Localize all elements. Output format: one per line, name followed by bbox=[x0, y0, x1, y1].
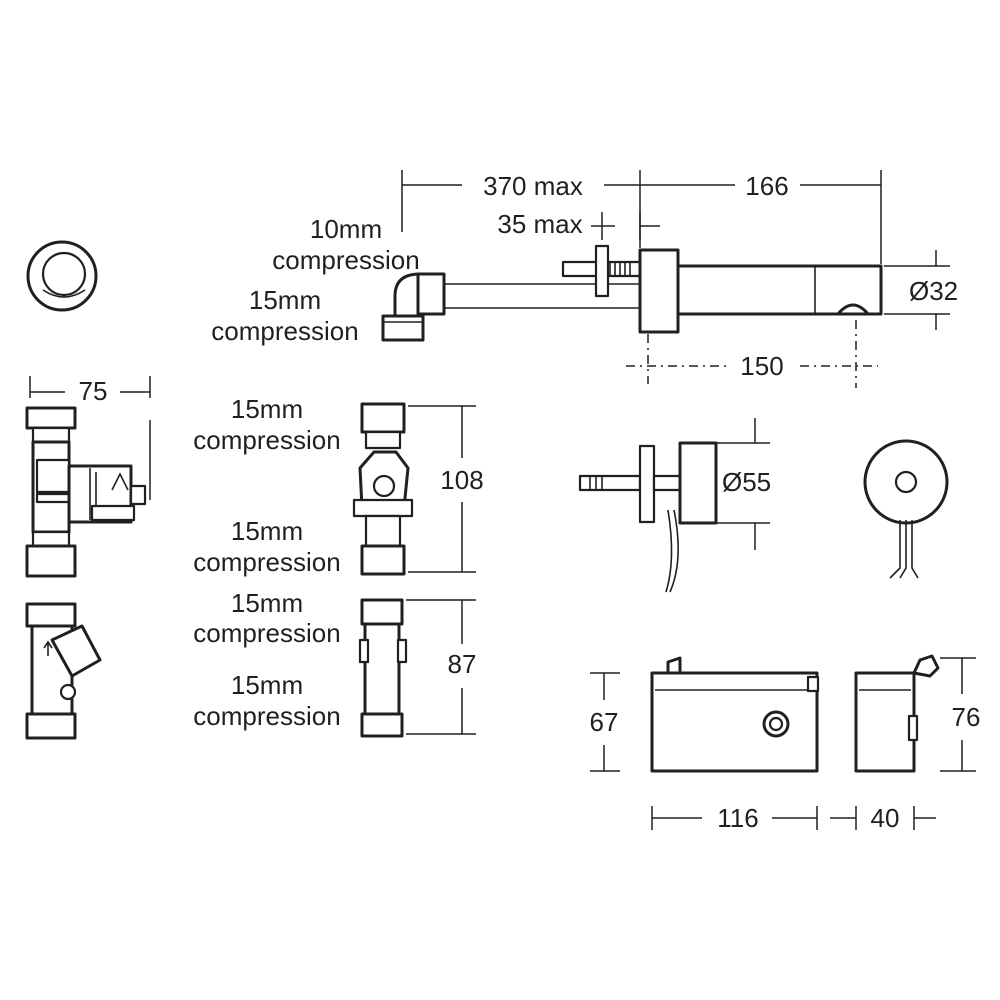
dim-valve-height: 108 bbox=[440, 465, 483, 495]
sensor-dimension-lines bbox=[712, 418, 770, 550]
control-box-side bbox=[854, 654, 940, 773]
strainer-top-size: 15mm bbox=[231, 588, 303, 618]
strainer-y-fitting bbox=[25, 602, 102, 740]
solenoid-valve bbox=[25, 406, 147, 578]
spout-inlet-bottom-type: compression bbox=[211, 316, 358, 346]
strainer-top-type: compression bbox=[193, 618, 340, 648]
round-cover-cap bbox=[26, 240, 98, 312]
spout-inlet-top-type: compression bbox=[272, 245, 419, 275]
dim-spout-centres: 150 bbox=[740, 351, 783, 381]
valve-bottom-size: 15mm bbox=[231, 516, 303, 546]
dim-solenoid-width: 75 bbox=[79, 376, 108, 406]
strainer-bottom-size: 15mm bbox=[231, 670, 303, 700]
control-box-front bbox=[650, 656, 820, 773]
valve-top-type: compression bbox=[193, 425, 340, 455]
spout-inlet-bottom-size: 15mm bbox=[249, 285, 321, 315]
dim-spout-length-max: 370 max bbox=[483, 171, 583, 201]
dim-box-depth: 40 bbox=[871, 803, 900, 833]
dim-box-height: 67 bbox=[590, 707, 619, 737]
spout-dimension-lines bbox=[401, 170, 950, 388]
spout-assembly bbox=[381, 244, 883, 342]
valve-top-size: 15mm bbox=[231, 394, 303, 424]
solenoid-dimension-lines bbox=[29, 376, 151, 500]
dim-box-height-with-knob: 76 bbox=[952, 702, 981, 732]
dim-spout-diameter: Ø32 bbox=[909, 276, 958, 306]
dim-spout-projection: 166 bbox=[745, 171, 788, 201]
inline-strainer bbox=[358, 598, 408, 738]
strainer-dimension-lines bbox=[406, 599, 476, 735]
control-box-dimension-lines bbox=[590, 657, 976, 830]
isolating-valve-dimension-lines bbox=[408, 405, 476, 573]
spout-inlet-top-size: 10mm bbox=[310, 214, 382, 244]
dim-wall-thickness-max: 35 max bbox=[497, 209, 582, 239]
sensor-front-view bbox=[863, 439, 949, 579]
dim-box-width: 116 bbox=[717, 803, 758, 833]
dim-strainer-height: 87 bbox=[448, 649, 477, 679]
sensor-unit bbox=[578, 441, 718, 593]
dim-sensor-diameter: Ø55 bbox=[722, 467, 771, 497]
strainer-bottom-type: compression bbox=[193, 701, 340, 731]
valve-bottom-type: compression bbox=[193, 547, 340, 577]
isolating-valve bbox=[352, 402, 414, 576]
